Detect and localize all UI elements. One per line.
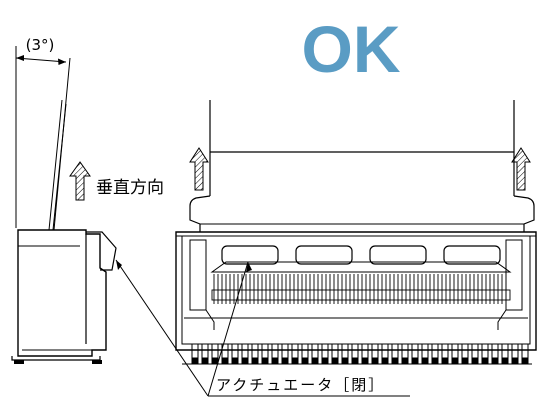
terminal-foot	[381, 357, 389, 365]
terminal-tail	[291, 344, 299, 359]
terminal-tail	[201, 344, 209, 359]
terminal-tail	[481, 344, 489, 359]
side-view: (3°)	[11, 36, 117, 364]
terminal-foot	[371, 357, 379, 365]
terminal-foot	[201, 357, 209, 365]
terminal-tail	[501, 344, 509, 359]
terminal-foot	[501, 357, 509, 365]
terminal-tail	[331, 344, 339, 359]
terminal-tail	[281, 344, 289, 359]
ok-title: OK	[302, 12, 401, 86]
terminal-tail	[231, 344, 239, 359]
terminal-foot	[411, 357, 419, 365]
terminal-foot	[311, 357, 319, 365]
terminal-foot	[231, 357, 239, 365]
terminal-foot	[281, 357, 289, 365]
terminal-tail	[371, 344, 379, 359]
terminal-tail	[341, 344, 349, 359]
angle-label: (3°)	[26, 36, 55, 54]
terminal-tails	[191, 344, 529, 365]
terminal-foot	[461, 357, 469, 365]
terminal-foot	[471, 357, 479, 365]
terminal-tail	[421, 344, 429, 359]
terminal-foot	[401, 357, 409, 365]
contact-pins	[211, 274, 511, 304]
terminal-foot	[431, 357, 439, 365]
terminal-tail	[511, 344, 519, 359]
terminal-foot	[511, 357, 519, 365]
terminal-foot	[361, 357, 369, 365]
vertical-direction-label: 垂直方向	[96, 178, 164, 198]
terminal-tail	[391, 344, 399, 359]
terminal-foot	[241, 357, 249, 365]
terminal-foot	[271, 357, 279, 365]
terminal-tail	[411, 344, 419, 359]
terminal-tail	[211, 344, 219, 359]
terminal-foot	[341, 357, 349, 365]
terminal-tail	[271, 344, 279, 359]
front-view	[175, 100, 537, 365]
terminal-tail	[451, 344, 459, 359]
terminal-tail	[431, 344, 439, 359]
terminal-foot	[301, 357, 309, 365]
terminal-tail	[401, 344, 409, 359]
terminal-tail	[361, 344, 369, 359]
contact-band	[211, 289, 511, 301]
terminal-tail	[241, 344, 249, 359]
terminal-foot	[331, 357, 339, 365]
terminal-tail	[301, 344, 309, 359]
terminal-tail	[461, 344, 469, 359]
terminal-tail	[491, 344, 499, 359]
terminal-foot	[251, 357, 259, 365]
terminal-tail	[321, 344, 329, 359]
terminal-tail	[441, 344, 449, 359]
terminal-foot	[221, 357, 229, 365]
terminal-foot	[291, 357, 299, 365]
terminal-foot	[421, 357, 429, 365]
terminal-tail	[471, 344, 479, 359]
terminal-tail	[191, 344, 199, 359]
terminal-foot	[391, 357, 399, 365]
vertical-direction-arrow-icon	[69, 161, 91, 201]
terminal-foot	[321, 357, 329, 365]
terminal-foot	[261, 357, 269, 365]
actuator-label: アクチュエータ［閉］	[216, 376, 385, 394]
terminal-foot	[521, 357, 529, 365]
terminal-tail	[521, 344, 529, 359]
terminal-foot	[191, 357, 199, 365]
terminal-tail	[251, 344, 259, 359]
actuator-leader-lines	[115, 259, 410, 397]
terminal-foot	[441, 357, 449, 365]
terminal-tail	[261, 344, 269, 359]
terminal-tail	[381, 344, 389, 359]
terminal-foot	[211, 357, 219, 365]
terminal-foot	[481, 357, 489, 365]
terminal-foot	[451, 357, 459, 365]
terminal-tail	[311, 344, 319, 359]
terminal-foot	[351, 357, 359, 365]
terminal-tail	[351, 344, 359, 359]
terminal-foot	[491, 357, 499, 365]
